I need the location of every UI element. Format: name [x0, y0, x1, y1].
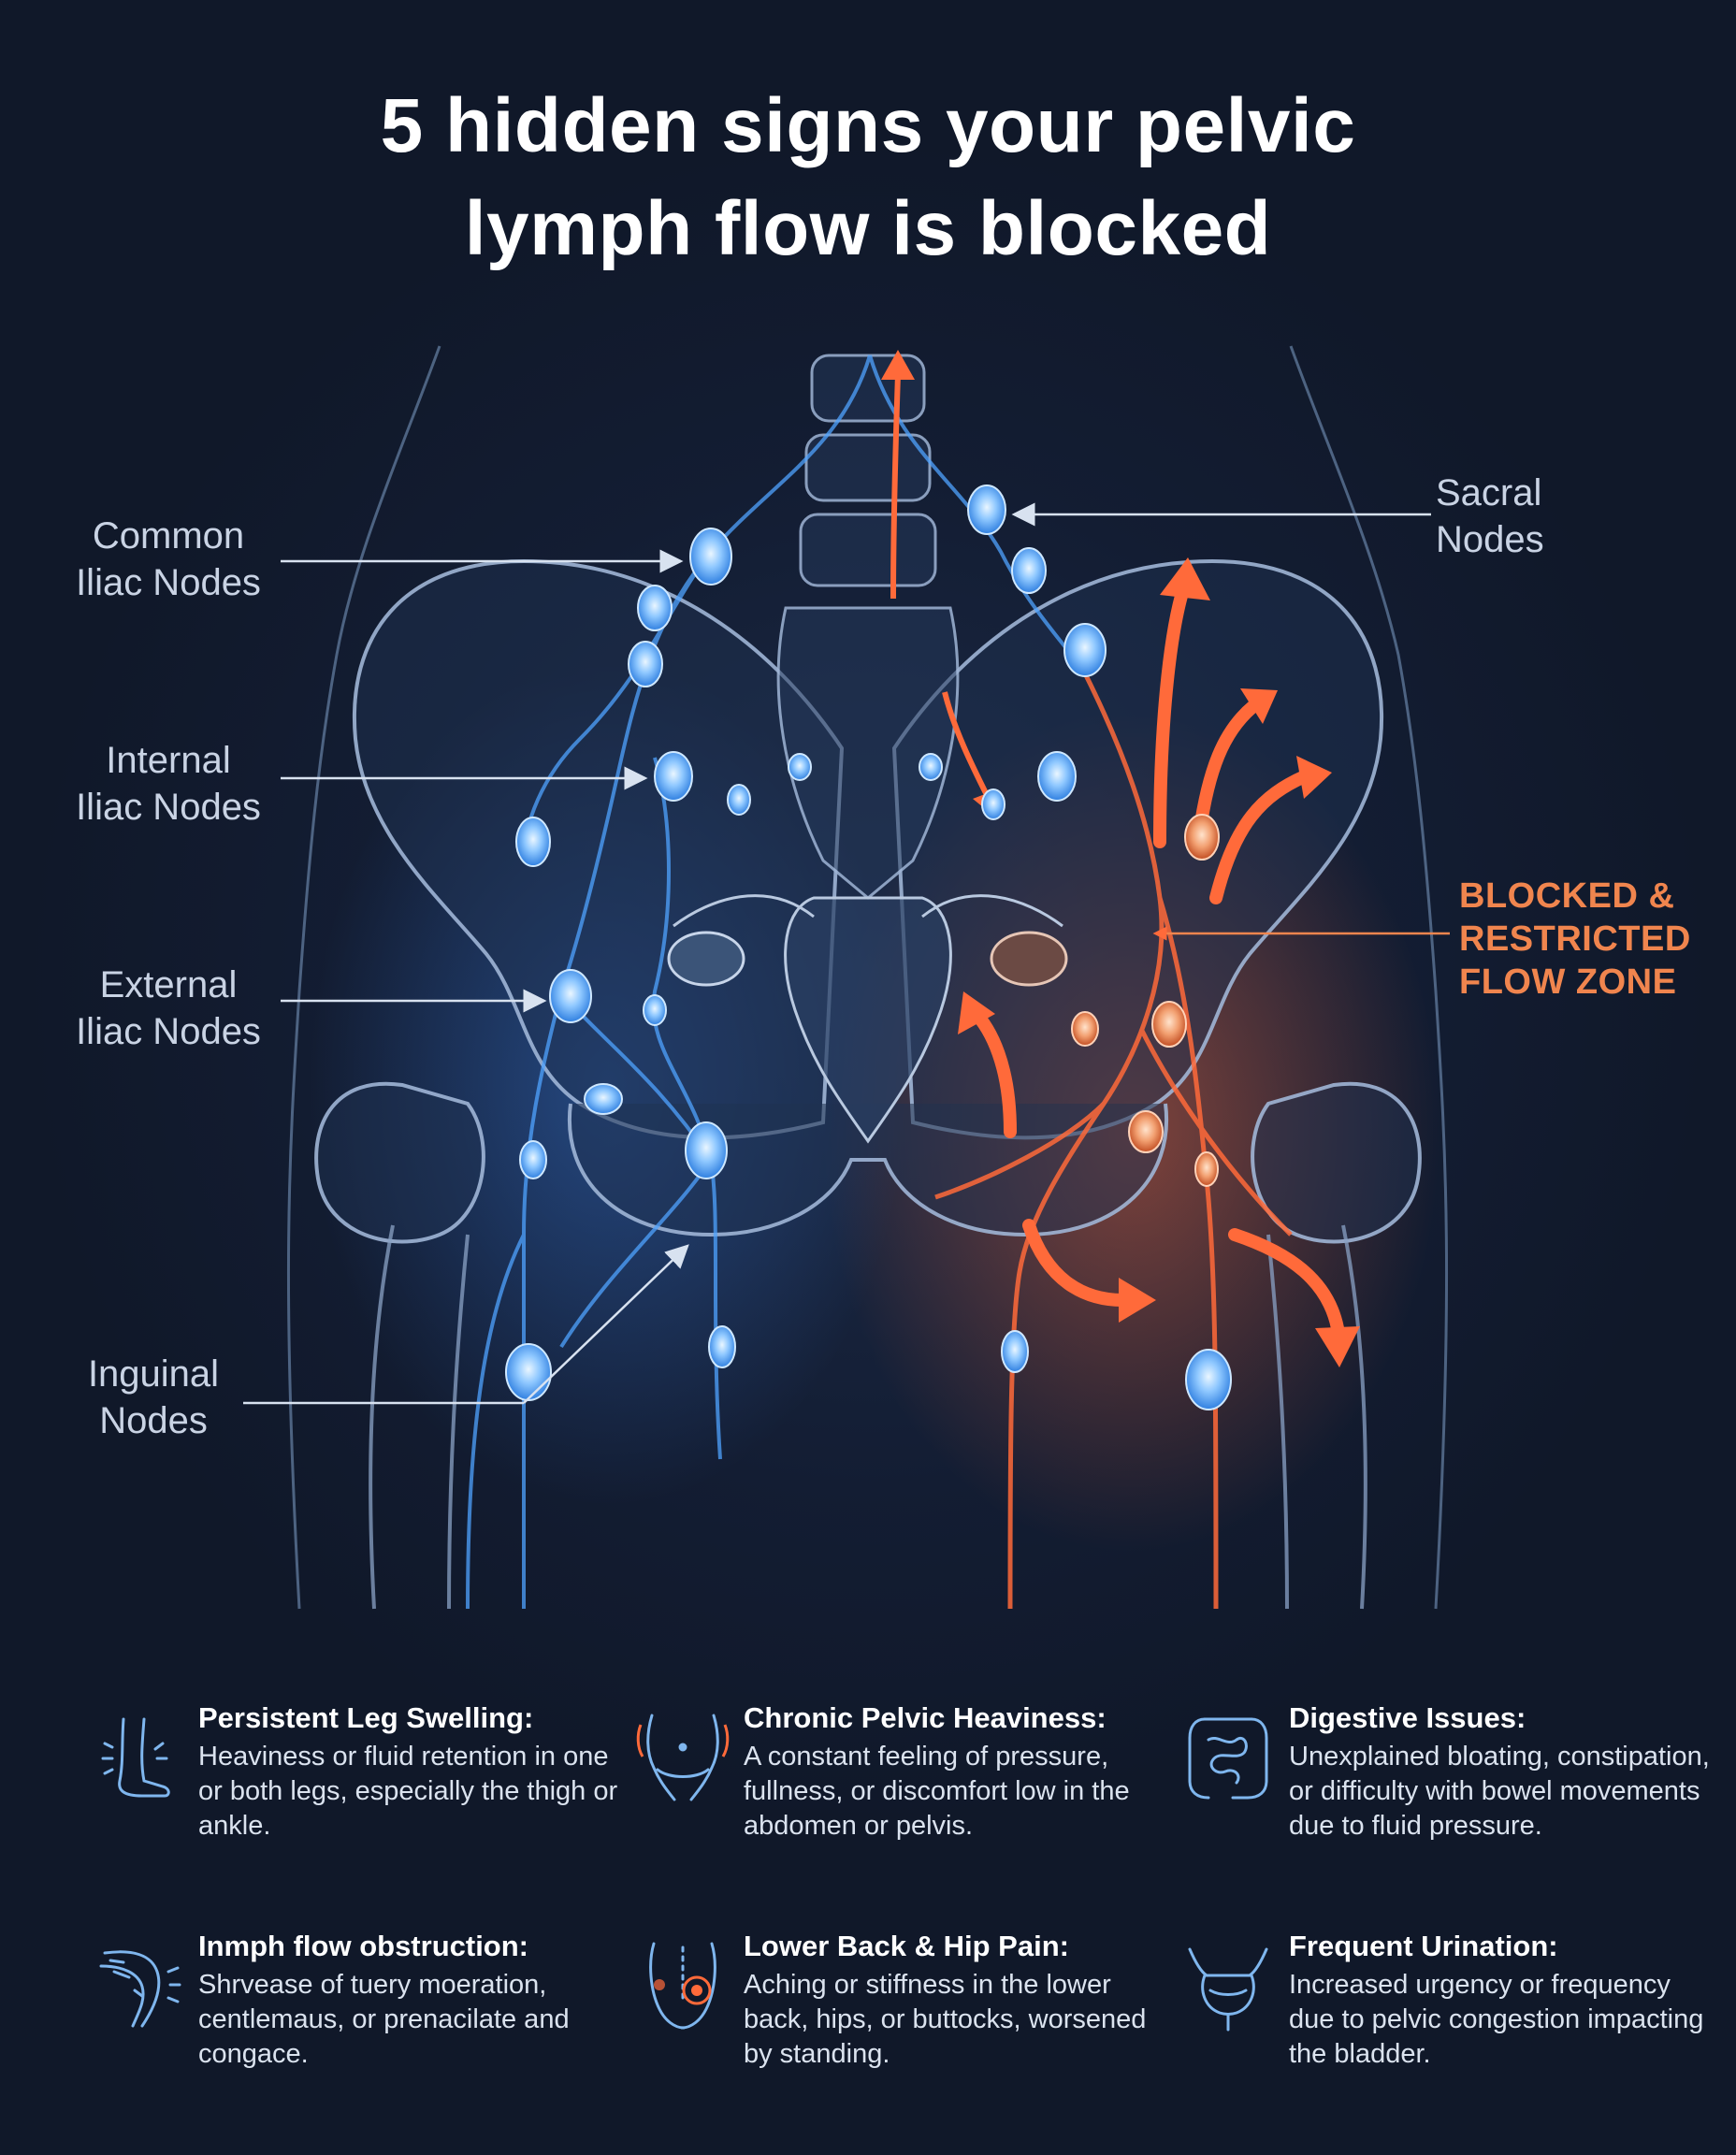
sign-title: Lower Back & Hip Pain: [744, 1930, 1069, 1962]
femur-shafts [369, 1224, 1367, 1610]
sacral-node [919, 753, 943, 781]
external-iliac-label-line1: External [99, 964, 238, 1005]
internal-iliac-node [727, 784, 751, 816]
sign-back-hip-pain: Lower Back & Hip Pain: Aching or stiffne… [631, 1929, 1155, 2125]
sign-title: Persistent Leg Swelling: [198, 1701, 534, 1734]
blocked-zone-label-line1: BLOCKED & [1459, 876, 1675, 916]
blocked-node [1128, 1110, 1164, 1153]
pelvis-icon [636, 1714, 730, 1801]
internal-iliac-label: Internal Iliac Nodes [64, 737, 273, 831]
common-iliac-node [637, 585, 673, 631]
sacral-label-line2: Nodes [1436, 519, 1544, 560]
common-iliac-node [689, 528, 732, 586]
external-iliac-node [584, 1083, 623, 1115]
inguinal-node [708, 1325, 736, 1368]
sign-body: Heaviness or fluid retention in one or b… [198, 1742, 618, 1841]
sacral-node [981, 788, 1005, 820]
inguinal-node [505, 1343, 552, 1401]
title-line-2: lymph flow is blocked [464, 186, 1272, 271]
sign-title: Frequent Urination: [1289, 1930, 1558, 1962]
sacral-label: Sacral Nodes [1436, 470, 1576, 563]
sign-body: Increased urgency or frequency due to pe… [1289, 1970, 1704, 2069]
common-iliac-label: Common Iliac Nodes [64, 513, 273, 606]
right-ovary [990, 931, 1068, 987]
internal-iliac-node [515, 817, 551, 867]
external-iliac-node [549, 969, 592, 1023]
inguinal-label-line1: Inguinal [87, 1353, 220, 1395]
blocked-zone-label: BLOCKED & RESTRICTED FLOW ZONE [1459, 875, 1691, 1004]
uterus [673, 894, 1063, 1144]
blocked-node [1071, 1011, 1099, 1047]
sign-leg-swelling: Persistent Leg Swelling: Heaviness or fl… [86, 1700, 617, 1897]
sign-body: A constant feeling of pressure, fullness… [744, 1742, 1130, 1841]
blocked-arrow-4 [958, 991, 1017, 1138]
common-iliac-label-line2: Iliac Nodes [76, 562, 261, 603]
blocked-arrow-1 [1153, 557, 1210, 848]
blocked-zone-label-line3: FLOW ZONE [1459, 962, 1677, 1002]
external-iliac-node [643, 994, 667, 1026]
spine [776, 354, 960, 900]
sign-title: Digestive Issues: [1289, 1701, 1526, 1734]
sacral-node [1037, 751, 1077, 802]
pelvic-lymph-diagram [243, 345, 1450, 1610]
leg-swelling-icon [101, 1717, 170, 1798]
page-title: 5 hidden signs your pelvic lymph flow is… [120, 75, 1616, 281]
upward-flow-arrow [881, 350, 915, 600]
external-iliac-node [519, 1140, 547, 1179]
sign-frequent-urination: Frequent Urination: Increased urgency or… [1177, 1929, 1703, 2125]
external-iliac-label-line2: Iliac Nodes [76, 1011, 261, 1052]
sign-digestive-issues: Digestive Issues: Unexplained bloating, … [1177, 1700, 1710, 1897]
body-outline [286, 345, 1449, 1610]
sign-lymph-obstruction: Inmph flow obstruction: Shrvease of tuer… [86, 1929, 610, 2125]
sacral-node [1011, 547, 1047, 594]
bladder-icon [1188, 1947, 1268, 2032]
inguinal-node [1185, 1349, 1232, 1410]
common-iliac-node [628, 641, 663, 687]
common-iliac-label-line1: Common [92, 515, 245, 557]
sacral-node [1063, 623, 1107, 677]
sacral-node [967, 485, 1006, 535]
inguinal-label: Inguinal Nodes [64, 1351, 243, 1444]
blocked-zone-label-line2: RESTRICTED [1459, 919, 1691, 959]
blocked-node [1184, 814, 1220, 861]
blocked-lymph-nodes [1071, 814, 1220, 1187]
sacral-node [788, 753, 812, 781]
sacral-label-line1: Sacral [1436, 472, 1542, 513]
sign-body: Unexplained bloating, constipation, or d… [1289, 1742, 1710, 1841]
sign-body: Shrvease of tuery moeration, centlemaus,… [198, 1970, 570, 2069]
external-iliac-node [685, 1121, 728, 1179]
sign-pelvic-heaviness: Chronic Pelvic Heaviness: A constant fee… [631, 1700, 1155, 1897]
blocked-lymph-vessels [934, 672, 1293, 1610]
healthy-lymph-nodes [505, 485, 1232, 1410]
external-iliac-label: External Iliac Nodes [64, 962, 273, 1055]
blocked-arrow-6 [1228, 1228, 1360, 1367]
blocked-arrow-5 [1022, 1219, 1156, 1323]
internal-iliac-label-line1: Internal [106, 740, 231, 781]
blocked-arrow-3 [1209, 756, 1332, 904]
leg-flow-icon [99, 1950, 181, 2028]
intestine-icon [1188, 1717, 1268, 1800]
sign-title: Inmph flow obstruction: [198, 1930, 529, 1962]
label-leader-lines [243, 502, 1450, 1405]
title-line-1: 5 hidden signs your pelvic [380, 83, 1356, 168]
left-ovary [667, 931, 745, 987]
back-pain-icon [649, 1942, 716, 2030]
internal-iliac-node [654, 751, 693, 802]
inguinal-node [1001, 1330, 1029, 1373]
internal-iliac-label-line2: Iliac Nodes [76, 787, 261, 828]
sign-title: Chronic Pelvic Heaviness: [744, 1701, 1107, 1734]
inguinal-label-line2: Nodes [99, 1400, 208, 1441]
blocked-node [1151, 1001, 1187, 1048]
blocked-node [1194, 1151, 1219, 1187]
sign-body: Aching or stiffness in the lower back, h… [744, 1970, 1147, 2069]
